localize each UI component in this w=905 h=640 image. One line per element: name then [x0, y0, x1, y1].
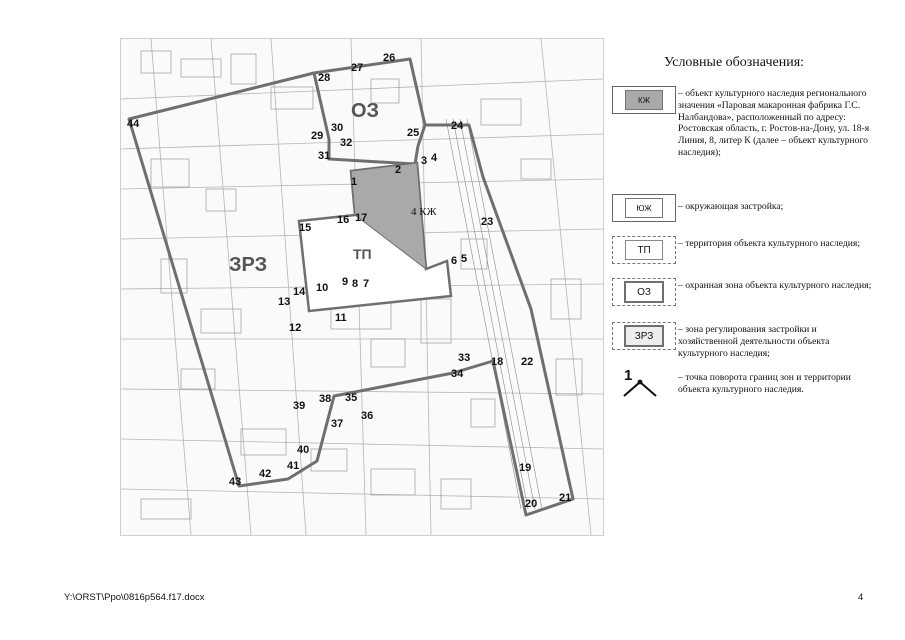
point-label: 26: [383, 52, 395, 64]
point-label: 25: [407, 127, 419, 139]
point-label: 7: [363, 278, 369, 290]
legend-text-tp: – территория объекта культурного наследи…: [678, 238, 860, 249]
turning-point-icon: 1: [623, 367, 657, 397]
building-footprints: [140, 50, 583, 520]
point-label: 1: [351, 176, 357, 188]
point-label: 39: [293, 400, 305, 412]
zrz-boundary: [127, 57, 575, 517]
point-label: 35: [345, 392, 357, 404]
point-label: 31: [318, 150, 330, 162]
point-label: 36: [361, 410, 373, 422]
point-label: 20: [525, 498, 537, 510]
point-label: 44: [127, 118, 140, 130]
svg-text:1: 1: [624, 367, 632, 384]
cadastral-map: ОЗ ЗРЗ ТП 4 КЖ 1 2 3 4 5 6 7 8 9 10 11 1…: [121, 39, 603, 535]
footer-file-path: Y:\ORST\Ppo\0816p564.f17.docx: [64, 592, 205, 603]
point-label: 22: [521, 356, 533, 368]
rail-corridor: [445, 118, 543, 510]
point-label: 3: [421, 155, 427, 167]
point-label: 30: [331, 122, 343, 134]
zrz-swatch: ЗРЗ: [624, 325, 664, 347]
page-number: 4: [858, 592, 864, 603]
point-label: 18: [491, 356, 503, 368]
surrounding-swatch: ЮЖ: [625, 198, 663, 218]
point-label: 13: [278, 296, 290, 308]
point-label: 12: [289, 322, 301, 334]
point-label: 29: [311, 130, 323, 142]
point-label: 23: [481, 216, 493, 228]
point-label: 34: [451, 368, 464, 380]
point-label: 41: [287, 460, 299, 472]
zone-label-zrz: ЗРЗ: [229, 254, 267, 276]
legend-text-turning-point: – точка поворота границ зон и территории…: [678, 372, 851, 395]
turning-points: 1 2 3 4 5 6 7 8 9 10 11 12 13 14 15 16 1…: [127, 52, 571, 510]
map-panel: ОЗ ЗРЗ ТП 4 КЖ 1 2 3 4 5 6 7 8 9 10 11 1…: [120, 38, 604, 536]
point-label: 37: [331, 418, 343, 430]
point-label: 4: [431, 152, 438, 164]
oz-boundary: [312, 72, 427, 166]
point-label: 21: [559, 492, 571, 504]
point-label: 17: [355, 212, 367, 224]
point-label: 9: [342, 276, 348, 288]
point-label: 38: [319, 393, 331, 405]
point-label: 19: [519, 462, 531, 474]
point-label: 14: [293, 286, 306, 298]
point-label: 28: [318, 72, 330, 84]
point-label: 24: [451, 120, 464, 132]
legend-symbol-zrz: ЗРЗ: [612, 322, 676, 350]
zone-label-oz: ОЗ: [351, 100, 379, 122]
point-label: 40: [297, 444, 309, 456]
legend-symbol-turning-point: 1: [612, 367, 674, 397]
point-label: 10: [316, 282, 328, 294]
legend-text-heritage: – объект культурного наследия региональн…: [678, 88, 870, 158]
tp-swatch: ТП: [625, 240, 663, 260]
point-label: 8: [352, 278, 358, 290]
legend-symbol-surrounding: ЮЖ: [612, 194, 676, 222]
legend-text-surrounding: – окружающая застройка;: [678, 201, 784, 212]
legend-symbol-oz: ОЗ: [612, 278, 676, 306]
point-label: 33: [458, 352, 470, 364]
legend-text-oz: – охранная зона объекта культурного насл…: [678, 280, 872, 291]
legend-symbol-heritage: КЖ: [612, 86, 676, 114]
point-label: 6: [451, 255, 457, 267]
zone-label-tp: ТП: [353, 246, 372, 262]
point-label: 15: [299, 222, 311, 234]
point-label: 2: [395, 164, 401, 176]
point-label: 42: [259, 468, 271, 480]
oz-swatch: ОЗ: [624, 281, 664, 303]
heritage-object-kzh: [350, 162, 427, 271]
legend-symbol-tp: ТП: [612, 236, 676, 264]
point-label: 11: [335, 312, 347, 324]
zone-label-kzh: 4 КЖ: [411, 206, 437, 218]
point-label: 27: [351, 62, 363, 74]
point-label: 16: [337, 214, 349, 226]
point-label: 5: [461, 253, 467, 265]
point-label: 43: [229, 476, 241, 488]
legend-text-zrz: – зона регулирования застройки и хозяйст…: [678, 324, 830, 359]
heritage-swatch: КЖ: [625, 90, 663, 110]
point-label: 32: [340, 137, 352, 149]
legend-title: Условные обозначения:: [664, 55, 805, 70]
